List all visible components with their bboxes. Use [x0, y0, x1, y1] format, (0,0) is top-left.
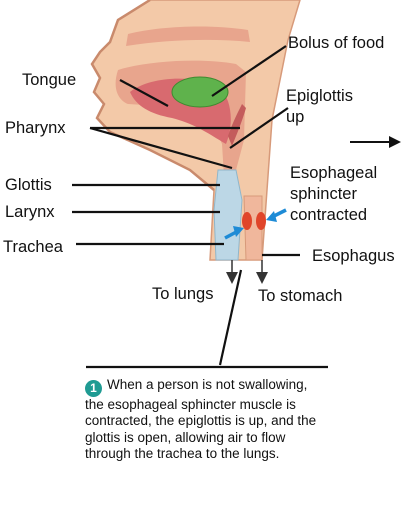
label-tongue: Tongue: [22, 71, 77, 89]
airway: [213, 169, 243, 261]
leader-bolus: [211, 45, 287, 97]
leader-caption: [218, 269, 243, 366]
blue-arrow-icon: [266, 208, 287, 222]
esophageal-sphincter: [256, 212, 266, 230]
label-trachea: Trachea: [3, 238, 63, 256]
leader-lines: [72, 45, 328, 369]
label-bolus-of-food: Bolus of food: [288, 34, 385, 52]
face-outline: [90, 0, 215, 191]
label-glottis: Glottis: [5, 176, 52, 194]
label-sphincter-line3: contracted: [290, 206, 368, 224]
label-pharynx: Pharynx: [5, 119, 66, 137]
nasal-cavity: [126, 26, 250, 46]
label-epiglottis-line1: Epiglottis: [286, 87, 353, 105]
blue-arrow-icon: [224, 226, 244, 240]
label-epiglottis: Epiglottis up: [286, 86, 353, 128]
leader-epiglottis: [229, 107, 289, 149]
label-to-stomach: To stomach: [258, 287, 343, 305]
label-sphincter-line1: Esophageal: [290, 164, 378, 182]
caption-text: When a person is not swallowing, the eso…: [85, 377, 317, 462]
esophageal-sphincter: [242, 212, 252, 230]
right-arrow-icon[interactable]: [350, 136, 401, 148]
epiglottis: [228, 104, 246, 146]
label-esophageal-sphincter: Esophageal sphincter contracted: [290, 163, 377, 226]
bolus-of-food: [171, 76, 229, 108]
label-to-lungs: To lungs: [152, 285, 214, 303]
leader-tongue: [119, 79, 169, 107]
step-number-badge: 1: [85, 380, 102, 397]
label-larynx: Larynx: [5, 203, 55, 221]
label-sphincter-line2: sphincter: [290, 185, 357, 203]
label-esophagus: Esophagus: [312, 247, 395, 265]
leader-pharynx-b: [89, 126, 233, 170]
label-epiglottis-line2: up: [286, 108, 305, 126]
